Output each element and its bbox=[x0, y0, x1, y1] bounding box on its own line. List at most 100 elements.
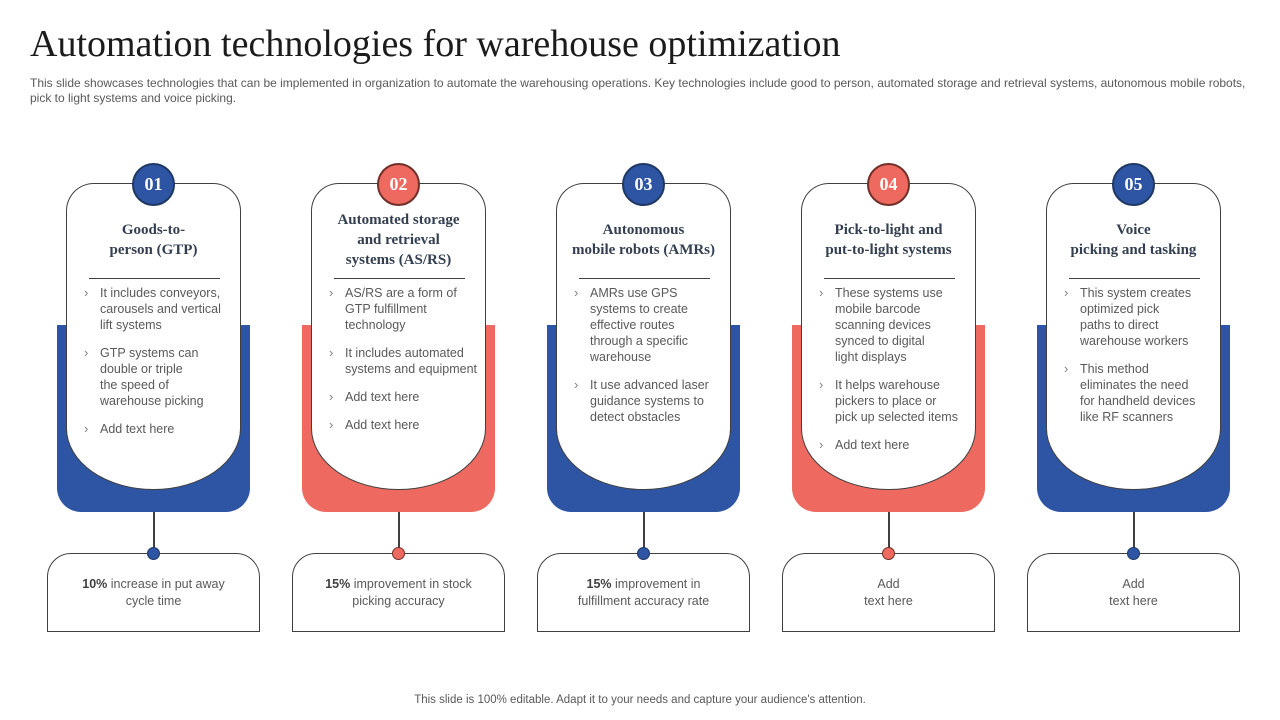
list-item: › Add text here bbox=[84, 421, 234, 437]
slide-description: This slide showcases technologies that c… bbox=[30, 76, 1246, 105]
chevron-bullet-icon: › bbox=[84, 421, 89, 436]
card-title: Voice picking and tasking bbox=[1047, 204, 1220, 276]
bullet-text: GTP systems can double or triple the spe… bbox=[100, 346, 204, 408]
bullet-text: Add text here bbox=[835, 438, 910, 452]
bullet-text: Add text here bbox=[100, 422, 175, 436]
stat-text: Add text here bbox=[1097, 576, 1170, 610]
bullet-list: › AS/RS are a form of GTP fulfillment tec… bbox=[329, 285, 479, 445]
stat-box: 15% improvement in fulfillment accuracy … bbox=[537, 553, 750, 632]
title-divider bbox=[579, 278, 710, 279]
chevron-bullet-icon: › bbox=[1064, 285, 1069, 300]
bullet-text: This method eliminates the need for hand… bbox=[1080, 362, 1196, 424]
connector-dot bbox=[392, 547, 405, 560]
card-title-line: Automated storage bbox=[337, 212, 460, 228]
list-item: › It use advanced laser guidance systems … bbox=[574, 377, 724, 425]
chevron-bullet-icon: › bbox=[84, 345, 89, 360]
bullet-text: AMRs use GPS systems to create effective… bbox=[590, 286, 688, 364]
connector-line bbox=[888, 512, 890, 552]
chevron-bullet-icon: › bbox=[1064, 361, 1069, 376]
stat-label: Add text here bbox=[1109, 576, 1158, 608]
chevron-bullet-icon: › bbox=[329, 389, 334, 404]
bullet-text: It use advanced laser guidance systems t… bbox=[590, 378, 709, 424]
card-title-line: put-to-light systems bbox=[825, 242, 952, 258]
list-item: › Add text here bbox=[819, 437, 969, 453]
title-divider bbox=[824, 278, 955, 279]
card-title: Pick-to-light and put-to-light systems bbox=[802, 204, 975, 276]
list-item: ›It helps warehouse pickers to place or … bbox=[819, 377, 969, 425]
title-divider bbox=[89, 278, 220, 279]
bullet-list: › It includes conveyors, carousels and ve… bbox=[84, 285, 234, 449]
connector-line bbox=[643, 512, 645, 552]
card-title-line: person (GTP) bbox=[109, 242, 198, 258]
chevron-bullet-icon: › bbox=[819, 285, 824, 300]
card-title-line: Pick-to-light and bbox=[834, 222, 943, 238]
stat-text: 15% improvement in stock picking accurac… bbox=[313, 576, 484, 610]
stat-box: Add text here bbox=[1027, 553, 1240, 632]
chevron-bullet-icon: › bbox=[84, 285, 89, 300]
connector-line bbox=[398, 512, 400, 552]
card-title: Goods-to- person (GTP) bbox=[67, 204, 240, 276]
tech-card-voice-picking: Voice picking and tasking › This system c… bbox=[1011, 160, 1256, 638]
title-divider bbox=[334, 278, 465, 279]
card-body: Pick-to-light and put-to-light systems ›… bbox=[801, 183, 976, 490]
chevron-bullet-icon: › bbox=[329, 345, 334, 360]
card-title-line: and retrieval bbox=[357, 232, 440, 248]
step-number-badge: 04 bbox=[867, 163, 910, 206]
list-item: › This method eliminates the need for han… bbox=[1064, 361, 1214, 425]
bullet-text: Add text here bbox=[345, 418, 420, 432]
list-item: › AS/RS are a form of GTP fulfillment tec… bbox=[329, 285, 479, 333]
bullet-list: › AMRs use GPS systems to create effectiv… bbox=[574, 285, 724, 437]
card-title-line: Autonomous bbox=[602, 222, 685, 238]
stat-box: 15% improvement in stock picking accurac… bbox=[292, 553, 505, 632]
card-title-line: mobile robots (AMRs) bbox=[571, 242, 716, 258]
bullet-text: It helps warehouse pickers to place or p… bbox=[835, 378, 958, 424]
card-title: Automated storage and retrieval systems … bbox=[312, 204, 485, 276]
connector-dot bbox=[1127, 547, 1140, 560]
connector-line bbox=[1133, 512, 1135, 552]
editable-note: This slide is 100% editable. Adapt it to… bbox=[414, 694, 866, 706]
stat-value: 15% bbox=[325, 576, 351, 591]
card-body: Goods-to- person (GTP) › It includes conv… bbox=[66, 183, 241, 490]
chevron-bullet-icon: › bbox=[819, 437, 824, 452]
bullet-list: › These systems use mobile barcode scanni… bbox=[819, 285, 969, 465]
tech-card-pick-to-light: Pick-to-light and put-to-light systems ›… bbox=[766, 160, 1011, 638]
list-item: › This system creates optimized pick path… bbox=[1064, 285, 1214, 349]
card-body: Automated storage and retrieval systems … bbox=[311, 183, 486, 490]
stat-label: increase in put away cycle time bbox=[110, 576, 225, 608]
card-title-line: Goods-to- bbox=[121, 222, 186, 238]
bullet-text: These systems use mobile barcode scannin… bbox=[835, 286, 943, 364]
title-divider bbox=[1069, 278, 1200, 279]
page-title: Automation technologies for warehouse op… bbox=[30, 23, 841, 65]
chevron-bullet-icon: › bbox=[574, 285, 579, 300]
tech-card-goods-to-person: Goods-to- person (GTP) › It includes conv… bbox=[31, 160, 276, 638]
card-title-line: picking and tasking bbox=[1070, 242, 1197, 258]
card-title-line: Voice bbox=[1116, 222, 1151, 238]
stat-box: Add text here bbox=[782, 553, 995, 632]
stat-value: 10% bbox=[82, 576, 108, 591]
connector-line bbox=[153, 512, 155, 552]
card-title: Autonomous mobile robots (AMRs) bbox=[557, 204, 730, 276]
bullet-text: Add text here bbox=[345, 390, 420, 404]
list-item: › AMRs use GPS systems to create effectiv… bbox=[574, 285, 724, 365]
connector-dot bbox=[147, 547, 160, 560]
bullet-text: AS/RS are a form of GTP fulfillment tech… bbox=[345, 286, 457, 332]
stat-label: improvement in stock picking accuracy bbox=[352, 576, 472, 608]
list-item: › It includes conveyors, carousels and ve… bbox=[84, 285, 234, 333]
stat-box: 10% increase in put away cycle time bbox=[47, 553, 260, 632]
list-item: ›Add text here bbox=[329, 417, 479, 433]
connector-dot bbox=[882, 547, 895, 560]
connector-dot bbox=[637, 547, 650, 560]
step-number-badge: 05 bbox=[1112, 163, 1155, 206]
list-item: › GTP systems can double or triple the sp… bbox=[84, 345, 234, 409]
stat-value: 15% bbox=[586, 576, 612, 591]
chevron-bullet-icon: › bbox=[574, 377, 579, 392]
bullet-text: It includes conveyors, carousels and ver… bbox=[100, 286, 221, 332]
card-body: Voice picking and tasking › This system c… bbox=[1046, 183, 1221, 490]
chevron-bullet-icon: › bbox=[329, 285, 334, 300]
bullet-text: This system creates optimized pick paths… bbox=[1080, 286, 1192, 348]
stat-text: Add text here bbox=[852, 576, 925, 610]
card-title-line: systems (AS/RS) bbox=[345, 252, 452, 268]
bullet-list: › This system creates optimized pick path… bbox=[1064, 285, 1214, 437]
list-item: › These systems use mobile barcode scanni… bbox=[819, 285, 969, 365]
